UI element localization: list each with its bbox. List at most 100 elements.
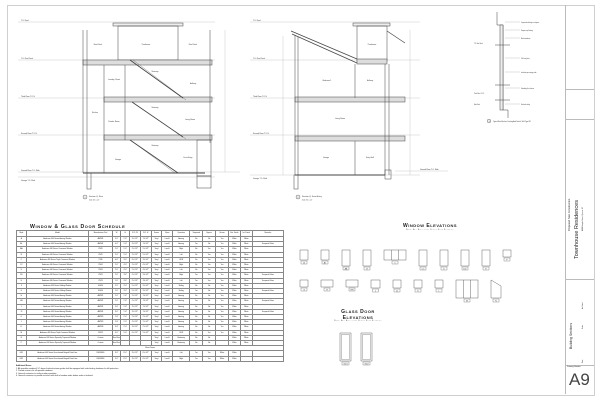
room-label: Stairway xyxy=(152,106,159,109)
level-label: Garage T.O. Slab xyxy=(253,178,267,180)
level-label: Ground Floor T.O. Slab xyxy=(21,170,39,172)
svg-text:2: 2 xyxy=(297,197,299,199)
room-label: Entry Hall xyxy=(366,156,374,159)
table-cell: Awning xyxy=(172,303,191,310)
window-elevation: E xyxy=(481,249,491,270)
room-label: Garage xyxy=(115,159,121,161)
table-cell: C335 xyxy=(88,256,113,264)
table-cell: AWN25 xyxy=(88,319,113,326)
table-cell: Awning xyxy=(172,308,191,316)
table-cell: Andersen 400 Series Awning Window xyxy=(25,324,90,331)
table-cell: FWH3080 xyxy=(88,350,113,357)
level-label: T.O. Roof xyxy=(21,20,29,22)
table-cell: CN25 xyxy=(88,246,113,253)
table-cell: AWN31 xyxy=(88,235,113,243)
window-tag: L xyxy=(438,290,440,292)
window-elevation: B xyxy=(362,249,372,270)
schedule-title: Window & Glass Door Schedule xyxy=(30,224,126,230)
table-cell: Stationary xyxy=(172,340,191,347)
room-label: Stairway xyxy=(152,144,159,147)
table-cell: Tempered Glass xyxy=(251,241,285,248)
table-cell: AWN31 xyxy=(88,308,113,316)
table-cell: Yes xyxy=(215,324,230,331)
table-cell: GD2 xyxy=(16,355,27,362)
section-2-room-labels: Penthouse Bedroom 1 Hallway Living Room … xyxy=(323,43,377,159)
table-cell: White xyxy=(228,241,241,248)
table-cell: Andersen 400 Series Gliding Window xyxy=(25,282,90,290)
window-tag: E xyxy=(485,268,487,270)
level-label: Roof Deck xyxy=(474,104,480,106)
table-cell: Yes xyxy=(215,319,230,326)
table-cell: Left xyxy=(172,251,191,258)
table-cell: Awning xyxy=(172,324,191,331)
section-1-room-labels: Roof Deck Penthouse Roof Deck Stairway L… xyxy=(92,43,197,161)
callout-note: Sheathing & air barrier xyxy=(521,87,535,90)
table-cell: CN25 xyxy=(88,251,113,258)
table-cell: AWN21 xyxy=(88,298,113,305)
table-cell: Awning xyxy=(172,298,191,305)
table-cell: Andersen 400 Series Awning Window xyxy=(25,293,90,300)
table-cell: White xyxy=(228,246,241,253)
note: 4. General contractor to provide archite… xyxy=(16,375,94,378)
callout-note: Insulation per energy code xyxy=(521,71,537,74)
window-elevation: A1 xyxy=(320,249,330,264)
drawing-title: Section @ Stair xyxy=(89,195,103,198)
table-cell: CN24 xyxy=(88,261,113,269)
section-1-stair xyxy=(18,21,240,190)
table-cell: See Elev. xyxy=(111,340,122,347)
window-tag: G xyxy=(303,289,305,291)
level-label: Garage T.O. Slab xyxy=(21,180,35,182)
table-cell: Andersen 400 Series Gliding Window xyxy=(25,288,90,295)
table-cell: Tempered Glass xyxy=(251,308,285,316)
level-label: Third Floor T.O.S. xyxy=(21,96,36,98)
note: 3. General contractor to verify window q… xyxy=(16,372,57,375)
level-label: Second Floor T.O.S. xyxy=(253,133,270,135)
window-tag: CC xyxy=(422,268,425,270)
table-cell: Yes xyxy=(215,256,230,264)
window-elevations-heading: Window Elevations Note: All Elevations S… xyxy=(402,223,457,231)
window-tag: M xyxy=(466,300,468,302)
table-cell: White xyxy=(228,235,241,243)
table-cell: White xyxy=(228,282,241,290)
table-cell: AWN25 xyxy=(88,314,113,321)
title-block-blank xyxy=(566,5,594,90)
table-cell: Tempered Glass xyxy=(251,288,285,295)
window-elevation: K xyxy=(413,279,423,292)
note: 2. Provide screens for all operable wind… xyxy=(16,370,53,373)
table-cell: CN23 xyxy=(88,272,113,279)
window-tag: J xyxy=(375,290,376,292)
table-cell: White xyxy=(228,288,241,295)
sheet-title: Building Sections xyxy=(569,322,573,349)
level-label: T.O. Roof Deck xyxy=(474,43,483,45)
callout-note: Finished ceiling xyxy=(521,104,530,106)
table-cell: White xyxy=(228,277,241,284)
level-label: T.O. Roof Deck xyxy=(21,58,33,60)
table-cell: Andersen 400 Series Casement Window xyxy=(25,272,90,279)
table-cell: White xyxy=(228,298,241,305)
window-elevation: G xyxy=(299,279,309,291)
drawing-number: A9 xyxy=(569,370,590,389)
table-cell: Tempered Glass xyxy=(251,272,285,279)
sheet-info: Building Sections Scale As Noted Date xyxy=(566,279,594,366)
table-cell: White xyxy=(215,355,230,362)
detail-3-roof-section xyxy=(495,12,520,118)
glass-door-elevations-heading: Glass Door Elevations Note: All Elevatio… xyxy=(334,309,382,323)
table-cell: Left xyxy=(172,267,191,274)
table-cell: 8'-0" xyxy=(120,355,130,362)
table-cell: CN24 xyxy=(88,267,113,274)
table-cell: Andersen 400 Series Casement Window xyxy=(25,267,90,274)
table-cell: Yes xyxy=(215,251,230,258)
table-cell: Right xyxy=(172,246,191,253)
section-label: Glass Doors xyxy=(16,345,284,352)
room-label: Kitchen xyxy=(92,111,98,114)
